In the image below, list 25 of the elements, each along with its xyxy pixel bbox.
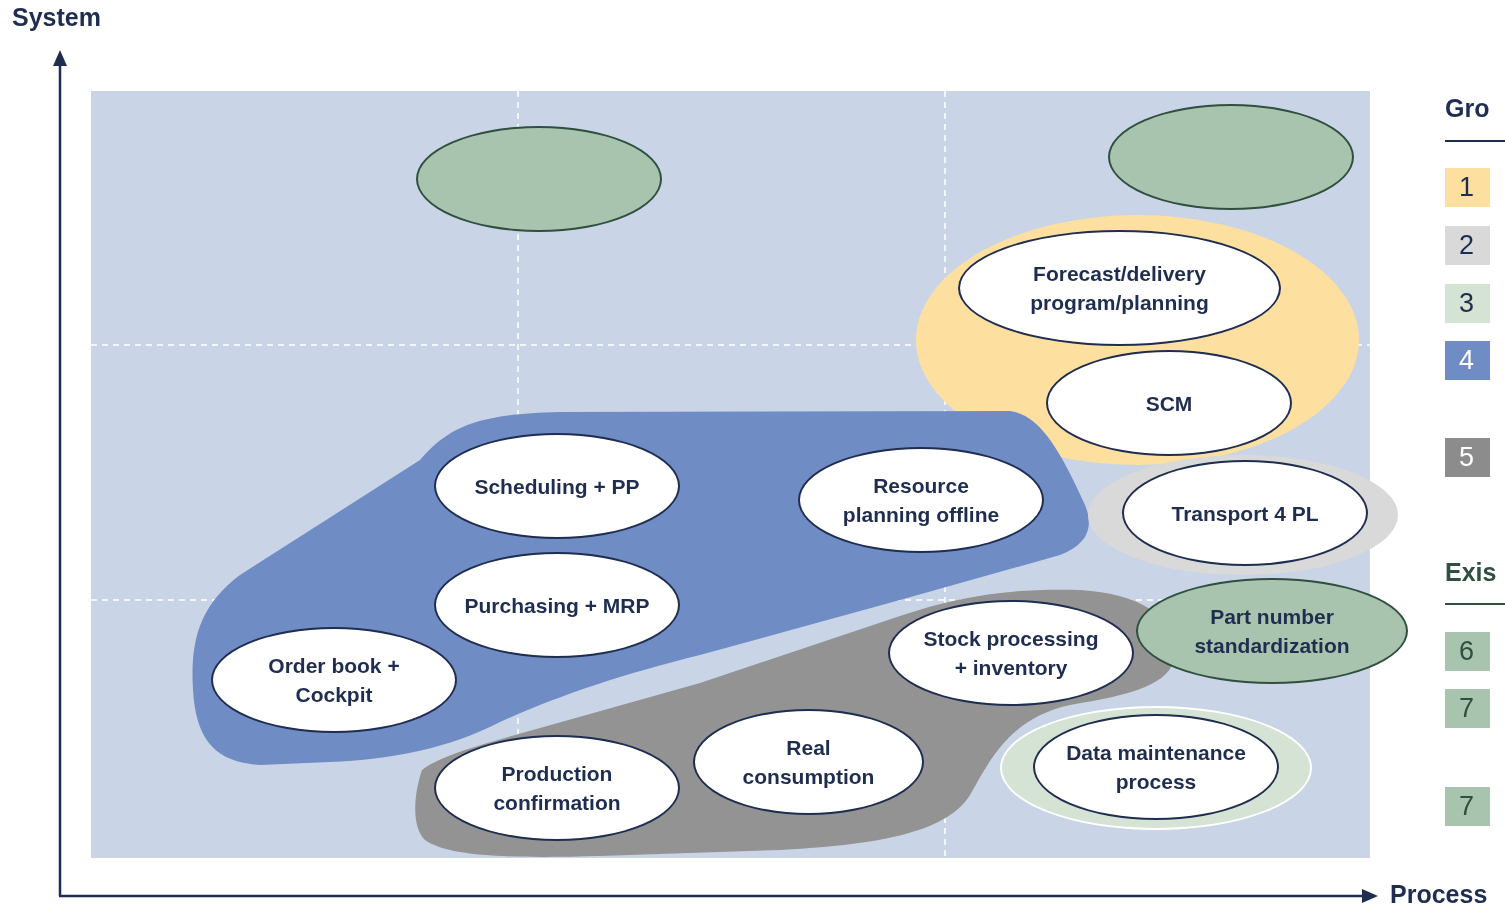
- topic-label: Transport 4 PL: [1171, 500, 1319, 527]
- topic-label: Real consumption: [741, 735, 876, 790]
- topic-label: Resource planning offline: [841, 473, 1001, 528]
- topic-label: Scheduling + PP: [474, 473, 640, 500]
- axis-label: System: [12, 3, 101, 32]
- topic-label: SCM: [1145, 390, 1193, 417]
- legend-swatch: 5: [1445, 438, 1490, 477]
- topic-label: Part number standardization: [1193, 604, 1351, 659]
- legend-swatch: 6: [1445, 632, 1490, 671]
- legend-swatch: 1: [1445, 168, 1490, 207]
- axis-label: Process: [1390, 880, 1488, 909]
- legend-swatch: 4: [1445, 341, 1490, 380]
- legend-swatch: 2: [1445, 226, 1490, 265]
- topic-label: Production confirmation: [492, 761, 622, 816]
- topic-ellipse: [1122, 460, 1368, 566]
- legend-swatch: 7: [1445, 689, 1490, 728]
- topic-label: Forecast/delivery program/planning: [1029, 261, 1210, 316]
- topic-label: Data maintenance process: [1065, 740, 1247, 795]
- legend-heading: Gro: [1445, 94, 1490, 123]
- legend-heading: Exis: [1445, 558, 1497, 587]
- topic-label: Order book + Cockpit: [267, 653, 401, 708]
- legend-swatch: 3: [1445, 284, 1490, 323]
- topic-label: Purchasing + MRP: [464, 592, 650, 619]
- topic-label: Stock processing + inventory: [922, 626, 1100, 681]
- legend-swatch: 7: [1445, 787, 1490, 826]
